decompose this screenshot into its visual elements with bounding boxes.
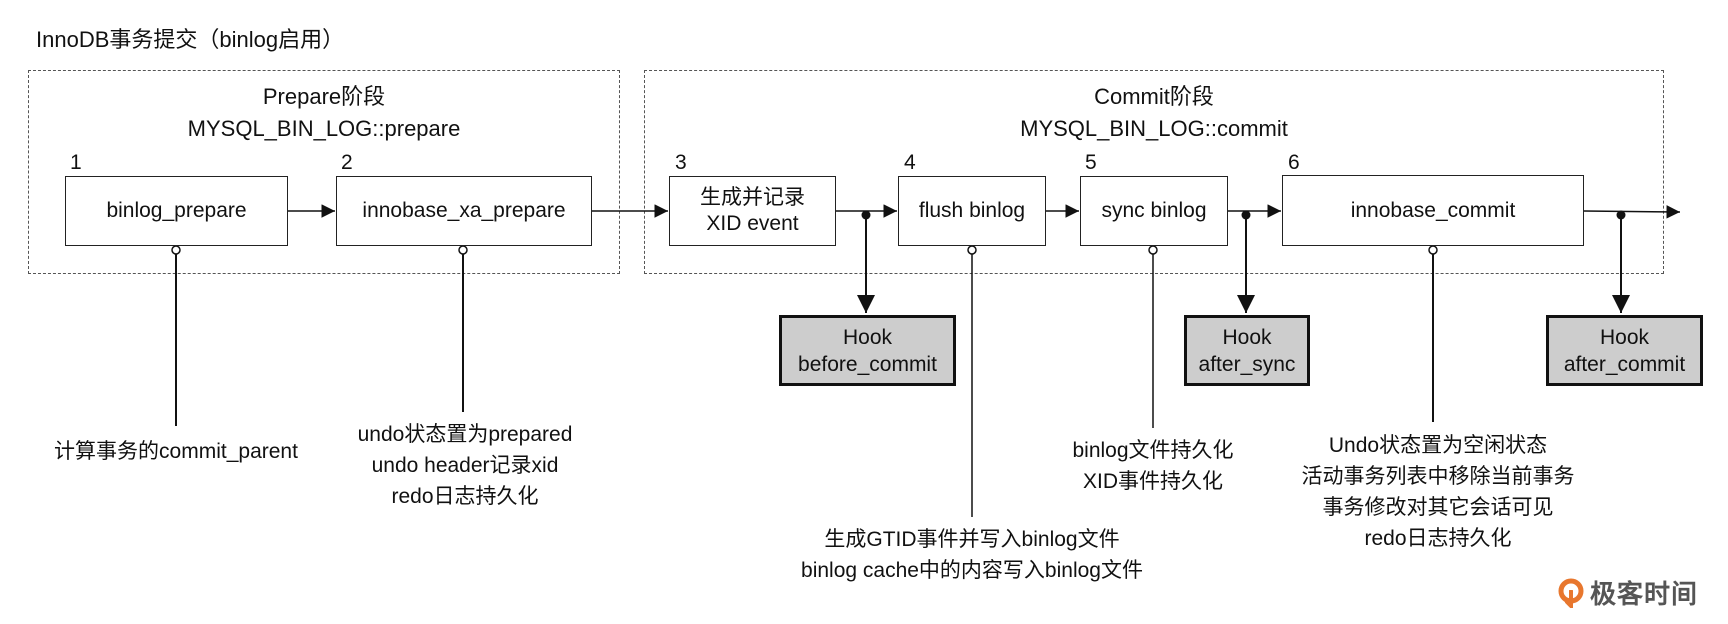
step-number-3: 3 (675, 151, 687, 174)
brand-logo: 极客时间 (1558, 574, 1698, 611)
hook-label: Hook (1222, 325, 1272, 349)
note-connector-circle (458, 245, 468, 255)
note-line: redo日志持久化 (391, 485, 539, 508)
step-label: innobase_xa_prepare (362, 199, 566, 222)
note-line: 计算事务的commit_parent (54, 440, 298, 463)
geektime-logo-icon (1558, 578, 1584, 608)
hook-before-commit: Hook before_commit (779, 315, 956, 386)
note-line: XID事件持久化 (1082, 470, 1223, 493)
hook-after-commit: Hook after_commit (1546, 315, 1703, 386)
logo-text: 极客时间 (1589, 579, 1698, 609)
hook-name: after_commit (1563, 352, 1686, 376)
note-line: 活动事务列表中移除当前事务 (1301, 465, 1575, 488)
step-number-6: 6 (1288, 151, 1300, 174)
note-line: undo状态置为prepared (357, 423, 573, 446)
step-number-5: 5 (1085, 151, 1097, 174)
step-label: binlog_prepare (106, 199, 247, 222)
note-step5: binlog文件持久化 XID事件持久化 (1072, 435, 1233, 497)
note-step1: 计算事务的commit_parent (54, 436, 298, 467)
note-connector-circle (171, 245, 181, 255)
arrow-6-out (1583, 205, 1681, 219)
step-box-sync-binlog: sync binlog (1080, 176, 1228, 246)
prepare-stage-subtitle: MYSQL_BIN_LOG::prepare (187, 116, 461, 141)
step-label: sync binlog (1101, 199, 1207, 222)
step-box-innobase-commit: innobase_commit (1282, 175, 1584, 246)
step-box-binlog-prepare: binlog_prepare (65, 176, 288, 246)
note-line: binlog cache中的内容写入binlog文件 (801, 559, 1143, 582)
step-box-flush-binlog: flush binlog (898, 176, 1046, 246)
note-line: 事务修改对其它会话可见 (1322, 496, 1554, 519)
note-connector-circle (1428, 245, 1438, 255)
hook-label: Hook (1599, 325, 1650, 349)
note-connector-circle (1148, 245, 1158, 255)
step-box-innobase-xa-prepare: innobase_xa_prepare (336, 176, 592, 246)
commit-stage-title: Commit阶段 (1094, 84, 1214, 109)
commit-stage: Commit阶段 MYSQL_BIN_LOG::commit (644, 70, 1664, 274)
step-box-xid-event: 生成并记录 XID event (669, 176, 836, 246)
note-line: undo header记录xid (371, 454, 559, 477)
step-label: XID event (706, 212, 799, 235)
diagram-title: InnoDB事务提交（binlog启用） (36, 27, 345, 52)
step-label: innobase_commit (1350, 198, 1516, 222)
hook-label: Hook (842, 325, 893, 349)
hook-name: after_sync (1198, 352, 1296, 376)
prepare-stage-title: Prepare阶段 (262, 84, 386, 109)
note-line: 生成GTID事件并写入binlog文件 (824, 528, 1120, 551)
hook-after-sync: Hook after_sync (1184, 315, 1310, 386)
note-step4: 生成GTID事件并写入binlog文件 binlog cache中的内容写入bi… (801, 524, 1143, 586)
note-step2: undo状态置为prepared undo header记录xid redo日志… (358, 419, 573, 512)
step-label: 生成并记录 (700, 186, 805, 209)
note-line: redo日志持久化 (1364, 527, 1512, 550)
hook-name: before_commit (798, 352, 937, 376)
commit-stage-subtitle: MYSQL_BIN_LOG::commit (1020, 116, 1288, 141)
note-line: binlog文件持久化 (1072, 439, 1234, 462)
step-number-4: 4 (904, 151, 916, 174)
note-step6: Undo状态置为空闲状态 活动事务列表中移除当前事务 事务修改对其它会话可见 r… (1302, 430, 1575, 554)
step-label: flush binlog (918, 199, 1026, 222)
prepare-stage: Prepare阶段 MYSQL_BIN_LOG::prepare (28, 70, 620, 274)
step-number-1: 1 (70, 151, 82, 174)
step-number-2: 2 (341, 151, 353, 174)
note-connector-circle (967, 245, 977, 255)
note-line: Undo状态置为空闲状态 (1328, 434, 1548, 457)
